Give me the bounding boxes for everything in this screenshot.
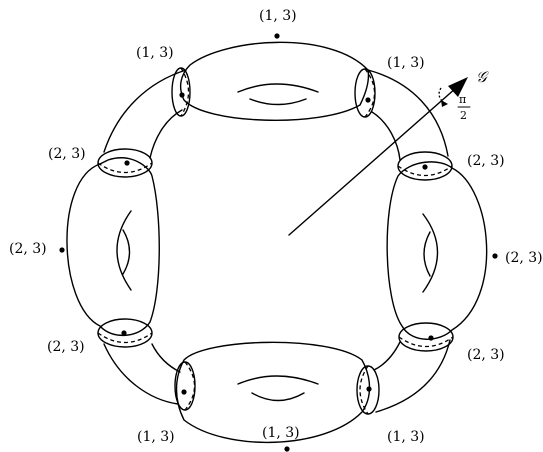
puncture-bottom-left <box>181 389 187 395</box>
puncture-left <box>59 247 65 253</box>
tube-bottom-right-outer <box>375 339 451 413</box>
tube-top-right-inner <box>371 111 401 161</box>
puncture-top <box>274 33 280 39</box>
bottom-torus-outline <box>175 341 371 444</box>
tube-bottom-right-inner <box>373 341 401 371</box>
label-lower-left: (2, 3) <box>47 339 85 355</box>
puncture-upper-right <box>422 164 428 170</box>
left-torus-hole-outer <box>116 210 132 291</box>
rotation-axis-arrowhead <box>448 77 468 97</box>
left-torus-hole-inner <box>122 229 131 275</box>
upper-left-collar-back <box>97 162 153 174</box>
rotation-axis <box>288 87 457 236</box>
puncture-right <box>492 253 498 259</box>
puncture-top-right <box>365 97 371 103</box>
right-torus-hole-inner <box>423 231 431 277</box>
puncture-lower-left <box>121 330 127 336</box>
right-torus-outline <box>386 161 488 340</box>
lower-left-collar-back <box>97 332 153 344</box>
label-left: (2, 3) <box>9 241 47 257</box>
top-torus-outline <box>179 41 370 121</box>
label-upper-left: (2, 3) <box>48 146 86 162</box>
rotation-angle-arrowhead <box>441 100 448 107</box>
label-upper-right: (2, 3) <box>467 153 505 169</box>
tube-top-left-outer <box>103 69 187 153</box>
label-top-right: (1, 3) <box>387 55 425 71</box>
label-top: (1, 3) <box>259 8 297 24</box>
label-bottom-right: (1, 3) <box>387 429 425 445</box>
right-torus-hole-outer <box>422 213 439 293</box>
tube-bottom-left-collar <box>174 361 196 411</box>
tube-bottom-left-inner <box>151 343 181 373</box>
puncture-upper-left <box>124 160 130 166</box>
puncture-bottom-center <box>284 446 290 452</box>
tube-bottom-left-outer <box>103 343 179 405</box>
upper-right-collar-back <box>397 165 453 177</box>
tube-top-right-outer <box>367 69 449 157</box>
rotation-angle-denominator: 2 <box>460 109 467 122</box>
bottom-torus-hole-upper <box>237 375 319 385</box>
label-top-left: (1, 3) <box>136 45 174 61</box>
tube-top-left-inner <box>149 109 183 159</box>
puncture-lower-right <box>428 335 434 341</box>
top-right-collar-back <box>364 68 376 118</box>
lower-right-collar-back <box>398 336 454 348</box>
puncture-top-left <box>179 92 185 98</box>
top-torus-hole-upper <box>237 83 319 93</box>
rotation-angle-numerator: π <box>459 93 466 106</box>
label-bottom-left: (1, 3) <box>137 429 175 445</box>
puncture-bottom-right <box>366 386 372 392</box>
rotation-symbol: 𝒢 <box>476 68 489 86</box>
bottom-left-collar-back <box>184 361 196 411</box>
rotation-angle-arc <box>438 87 445 104</box>
label-bottom-center: (1, 3) <box>262 425 300 441</box>
top-torus-hole-lower <box>249 98 307 106</box>
label-lower-right: (2, 3) <box>467 347 505 363</box>
bottom-torus-hole-lower <box>251 392 305 402</box>
left-torus-outline <box>66 157 160 337</box>
label-right: (2, 3) <box>505 250 543 266</box>
